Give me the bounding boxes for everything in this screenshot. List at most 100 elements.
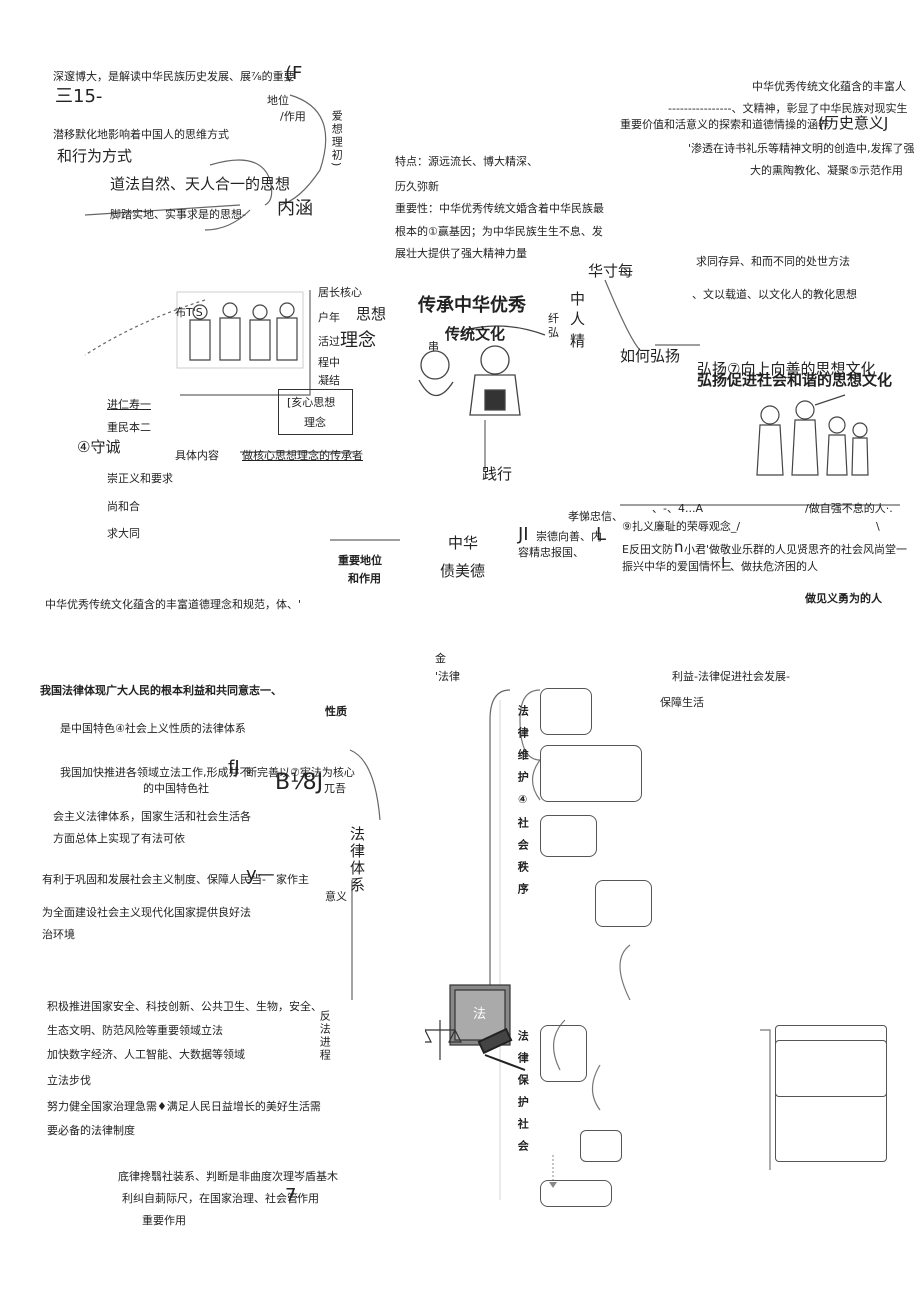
law-protects-society-vertical: 法律保护社会 (516, 1030, 530, 1162)
core-thought-box: [亥心思想 理念 (278, 389, 353, 435)
virtue-line-2: 崇德向善、内 (536, 530, 602, 543)
dedication-prefix: E反田文防 (622, 543, 673, 556)
intro-line-1-note: (F (285, 63, 303, 84)
important-status: 重要地位 (338, 554, 382, 567)
ancient-scholars-illustration (176, 291, 304, 369)
law-box (540, 1180, 612, 1207)
coexist-line: 求同存异、和而不同的处世方法 (696, 255, 850, 268)
book-icon: 法 (425, 984, 526, 1071)
dedication-item: 小君'做敬业乐群的人见贤思齐的社会风尚堂一 (684, 543, 908, 556)
history-meaning: (历史意义J (818, 114, 889, 132)
side-char-2: 弘 (548, 326, 559, 339)
help-item: 、做扶危济困的人 (730, 560, 818, 573)
behavior-line: 和行为方式 (57, 147, 133, 165)
patriotism-item: 振兴中华的爱国情怀三 (622, 560, 732, 573)
jin-char: 金 (435, 652, 446, 665)
significance-mark: y— (246, 864, 275, 885)
legislation-line-2b: 兀吾 (324, 782, 346, 795)
core-concept: 理念 (340, 330, 376, 351)
people-item: 重民本二 (107, 421, 151, 434)
main-title-2: 传统文化 (445, 325, 506, 343)
neihan-label: 内涵 (277, 198, 313, 219)
importance-line-1: 重要性：中华优秀传统文婚含着中华民族最 (395, 202, 604, 215)
illustration-caption: 布T'S (175, 306, 203, 319)
curly-brace-icon (519, 689, 771, 1170)
influence-line: 潜移默化地影响着中国人的思维方式 (53, 128, 229, 141)
significance-line-3: 治环境 (42, 928, 75, 941)
practical-thought-line: 脚踏实地、实事求是的思想- (110, 208, 246, 221)
legislation-area-6: 要必备的法律制度 (47, 1124, 135, 1137)
law-will-line: 我国法律体现广大人民的根本利益和共同意志一、 (40, 684, 282, 697)
core-line-1: 居长核心 (318, 286, 362, 299)
role-label-2: 和作用 (348, 572, 381, 585)
self-reliance-item: /做自强不息的人·. (805, 502, 893, 515)
law-box (540, 688, 592, 735)
patriotism-mark: I (721, 554, 726, 572)
intro-line-2: 三15- (55, 86, 103, 107)
core-box-line-1: [亥心思想 (287, 396, 336, 409)
significance-line-1b: 家作主 (276, 873, 309, 886)
courage-item: 做见义勇为的人 (805, 592, 882, 605)
role-label: /作用 (280, 110, 306, 123)
harmony-item: 尚和合 (107, 500, 140, 513)
law-box (540, 815, 597, 857)
specific-content-label: 具体内容 (175, 449, 219, 462)
moral-norms-line: 中华优秀传统文化蕴含的丰富道德理念和规范，体、' (45, 598, 302, 611)
feature-line-1: 特点：源远流长、博大精深、 (395, 155, 538, 168)
spirit-v1: 华寸每 (588, 262, 634, 280)
legislation-line-1: 我国加快推进各领域立法工作,形成井不 (60, 766, 251, 779)
spirit-v3: 人 (570, 310, 586, 328)
law-label: '法律 (435, 670, 461, 683)
datong-item: 求大同 (107, 527, 140, 540)
significance-label: 意义 (325, 890, 347, 903)
spirit-v4: 精 (570, 332, 586, 350)
nature-label: 性质 (325, 705, 347, 718)
virtue-title-2: 债美德 (440, 562, 486, 580)
legislation-area-4: 立法步伐 (47, 1074, 91, 1087)
core-box-line-2: 理念 (304, 416, 326, 429)
law-box (540, 1025, 587, 1082)
promote-line-1: 弘扬⑦向上向善的思想文化 (697, 360, 876, 378)
svg-text:法: 法 (473, 1007, 486, 1022)
legislation-process-vertical: 反法进程 (318, 1010, 332, 1062)
gavel-icon (477, 1027, 526, 1071)
promote-line-2: 弘扬促进社会和谐的思想文化 (697, 371, 893, 389)
traditional-culture-illustration (418, 325, 546, 416)
vertical-note: 爱想理初) (330, 110, 344, 169)
law-role-line-2b: 作用 (297, 1192, 319, 1205)
law-system-vertical: 法律体系 (348, 826, 366, 894)
legislation-line-4: 方面总体上实现了有法可依 (53, 832, 185, 845)
core-line-2: 户年 (318, 311, 340, 324)
legislation-line-3: 会主义法律体系，国家生活和社会生活各 (53, 810, 251, 823)
significance-line-2: 为全面建设社会主义现代化国家提供良好法 (42, 906, 251, 919)
importance-line-2: 根本的①赢基因；为中华民族生生不息、发 (395, 225, 603, 238)
core-line-5: 凝结 (318, 374, 340, 387)
significance-line-1: 有利于巩固和发展社会主义制度、保障人民当- (42, 873, 266, 886)
education-line: 、文以载道、以文化人的教化思想 (692, 288, 857, 301)
legislation-mark-2: B⅟8J (275, 770, 324, 795)
virtue-title-1: 中华 (448, 534, 479, 552)
law-maintains-order-vertical: 法律维护④社会秩序 (516, 705, 530, 905)
legislation-mark-1: fJ (228, 757, 240, 778)
right-line-2: ----------------、文精神，彰显了中华民族对现实生 (668, 102, 908, 115)
law-role-line-2: 利纠自莿际尺，在国家治理、社会管 (122, 1192, 298, 1205)
law-nature-line: 是中国特色④社会上义性质的法律体系 (60, 722, 246, 735)
status-label: 地位 (267, 94, 289, 107)
legislation-line-1b: 断完善以⑦宪法为核心 (246, 766, 355, 779)
law-box (595, 880, 652, 927)
interest-line: 利益-法律促进社会发展- (672, 670, 790, 683)
how-to-promote: 如何弘扬 (620, 347, 681, 365)
side-char-1: 纤 (548, 312, 559, 325)
inheritor-line: 做核心思想理念的传承者 (242, 449, 363, 462)
intro-line-1: 深邃博大，是解读中华民族历史发展、展⅞的重要 (53, 70, 295, 83)
dedication-mark: n (674, 538, 684, 556)
law-role-mark: 7 (285, 1185, 297, 1206)
core-line-4: 程中 (318, 356, 340, 369)
core-line-3: 活过 (318, 335, 340, 348)
virtue-line-1: 孝悌忠信、 (568, 510, 623, 523)
law-role-line-1: 底律搀翳社装系、判断是非曲度次理岑盾基木 (118, 1170, 338, 1183)
honor-item: ⑨扎义廉耻的荣辱观念_/ (622, 520, 741, 533)
honesty-item: ④守诚 (77, 438, 121, 456)
chun-char: 串 (428, 340, 439, 353)
legislation-area-3: 加快数字经济、人工智能、大数据等领域 (47, 1048, 245, 1061)
